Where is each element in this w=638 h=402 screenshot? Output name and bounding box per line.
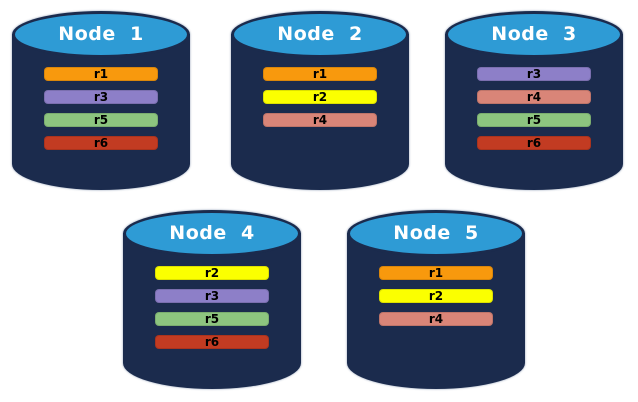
replica-bar-r3: r3 [44,90,158,104]
replica-bar-r2: r2 [155,266,269,280]
replica-bar-r3: r3 [155,289,269,303]
database-node-4: Node 4 r2 r3 r5 r6 [122,207,302,391]
replica-bar-r5: r5 [44,113,158,127]
node-title: Node 4 [169,221,255,244]
cylinder-body [347,233,525,389]
replica-bar-r5: r5 [155,312,269,326]
replica-bar-r6: r6 [155,335,269,349]
cylinder-top: Node 2 [231,11,409,58]
replica-list: r3 r4 r5 r6 [444,67,624,150]
database-node-2: Node 2 r1 r2 r4 [230,8,410,192]
database-node-5: Node 5 r1 r2 r4 [346,207,526,391]
database-node-1: Node 1 r1 r3 r5 r6 [11,8,191,192]
replica-list: r1 r2 r4 [230,67,410,127]
replica-list: r1 r3 r5 r6 [11,67,191,150]
node-title: Node 3 [491,22,577,45]
replica-bar-r5: r5 [477,113,591,127]
replica-bar-r2: r2 [379,289,493,303]
replica-bar-r3: r3 [477,67,591,81]
replica-bar-r4: r4 [263,113,377,127]
cylinder-body [12,34,190,190]
replica-list: r1 r2 r4 [346,266,526,326]
replica-bar-r4: r4 [477,90,591,104]
replica-bar-r2: r2 [263,90,377,104]
node-title: Node 5 [393,221,479,244]
replica-list: r2 r3 r5 r6 [122,266,302,349]
node-title: Node 2 [277,22,363,45]
replica-bar-r1: r1 [44,67,158,81]
replica-bar-r1: r1 [263,67,377,81]
node-title: Node 1 [58,22,144,45]
cylinder-top: Node 5 [347,210,525,257]
database-node-3: Node 3 r3 r4 r5 r6 [444,8,624,192]
cylinder-top: Node 3 [445,11,623,58]
cylinder-top: Node 1 [12,11,190,58]
replica-bar-r1: r1 [379,266,493,280]
cylinder-body [231,34,409,190]
cylinder-body [123,233,301,389]
cylinder-body [445,34,623,190]
replica-bar-r4: r4 [379,312,493,326]
replica-bar-r6: r6 [477,136,591,150]
cylinder-top: Node 4 [123,210,301,257]
replica-bar-r6: r6 [44,136,158,150]
